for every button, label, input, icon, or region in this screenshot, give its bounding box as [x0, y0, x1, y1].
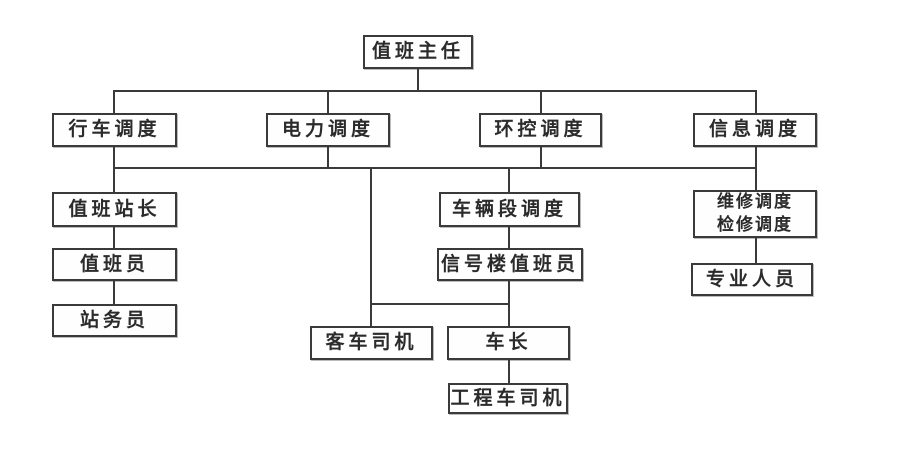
connector-info-dispatch-to-maintenance: [755, 147, 757, 190]
connector-duty-officer-to-attendant: [113, 281, 115, 304]
connector-maintenance-to-professional: [755, 238, 757, 263]
connector-env-dispatch-to-bus: [540, 147, 542, 168]
connector-bus-lower: [370, 303, 510, 305]
node-duty-officer: 值班员: [52, 248, 177, 281]
node-station-attendant: 站务员: [52, 304, 177, 337]
connector-captain-to-works-driver: [508, 360, 510, 383]
connector-bus-top: [113, 90, 757, 92]
node-works-train-driver: 工程车司机: [448, 383, 568, 414]
connector-bus-to-power-dispatch: [327, 90, 329, 113]
connector-power-dispatch-to-bus: [327, 147, 329, 168]
node-train-captain: 车长: [447, 326, 570, 360]
node-info-dispatch: 信息调度: [693, 113, 817, 147]
node-depot-dispatch: 车辆段调度: [439, 192, 580, 227]
node-maintenance-dispatch: 维修调度 检修调度: [693, 190, 817, 238]
node-duty-director: 值班主任: [363, 35, 473, 69]
connector-bus-to-info-dispatch: [755, 90, 757, 113]
connector-bus-to-env-dispatch: [540, 90, 542, 113]
node-env-control-dispatch: 环控调度: [479, 113, 602, 147]
connector-bus-to-passenger-driver: [370, 167, 372, 326]
node-train-dispatch: 行车调度: [52, 113, 177, 147]
node-signal-tower-officer: 信号楼值班员: [437, 248, 583, 281]
node-power-dispatch: 电力调度: [266, 113, 390, 147]
node-duty-station-master: 值班站长: [52, 192, 177, 227]
connector-bus-to-train-dispatch: [113, 90, 115, 113]
node-passenger-driver: 客车司机: [310, 326, 433, 360]
node-professional-staff: 专业人员: [691, 263, 813, 296]
connector-bus-middle: [113, 167, 757, 169]
connector-root-stub: [417, 69, 419, 91]
connector-depot-to-signal-tower: [508, 226, 510, 248]
connector-train-dispatch-to-station-master: [113, 147, 115, 192]
connector-station-master-to-duty-officer: [113, 226, 115, 248]
connector-bus-to-depot-dispatch: [508, 167, 510, 192]
